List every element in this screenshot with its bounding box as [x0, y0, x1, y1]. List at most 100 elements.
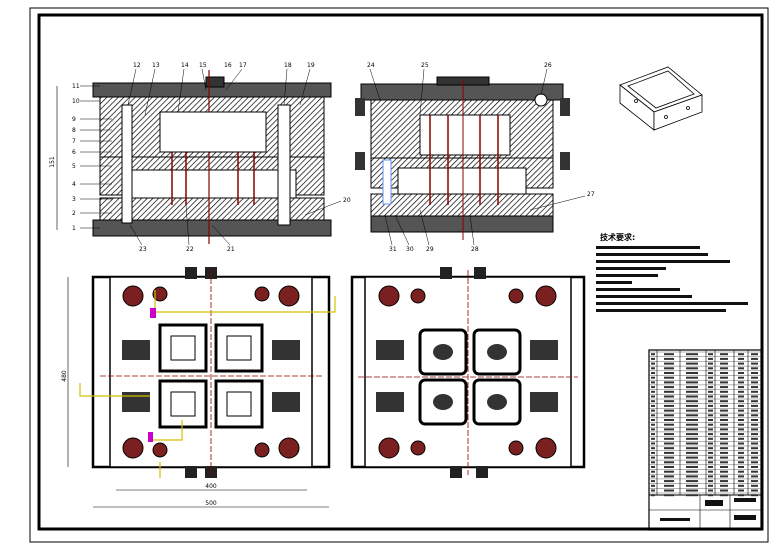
- table-cell-text: [651, 461, 655, 464]
- guide-hole: [378, 285, 400, 307]
- product-hole: [664, 115, 668, 119]
- guide-hole: [122, 437, 144, 459]
- table-cell-text: [738, 404, 744, 407]
- table-cell-text: [708, 376, 713, 379]
- section-labels: 24 25 26 27 31 30 29 28: [367, 62, 595, 253]
- table-cell-text: [686, 376, 698, 379]
- part-label: 9: [72, 116, 76, 123]
- table-cell-text: [664, 470, 674, 473]
- leader-line: [144, 68, 156, 116]
- table-cell-text: [686, 475, 698, 478]
- table-cell-text: [720, 484, 728, 487]
- table-cell-text: [751, 376, 758, 379]
- table-cell-text: [751, 353, 758, 356]
- left-part-labels: 11 10 9 8 7 6 5 4 3 2 1: [72, 83, 112, 232]
- product-hole: [634, 99, 638, 103]
- part-label: 30: [406, 246, 414, 253]
- table-cell-text: [708, 395, 713, 398]
- table-cell-text: [708, 442, 713, 445]
- leader-line: [419, 68, 425, 116]
- table-cell-text: [708, 484, 713, 487]
- table-cell-text: [720, 386, 728, 389]
- table-cell-text: [738, 362, 744, 365]
- table-cell-text: [751, 484, 758, 487]
- table-cell-text: [651, 489, 655, 492]
- table-cell-text: [708, 494, 713, 497]
- table-cell-text: [738, 461, 744, 464]
- product-side-face: [653, 94, 703, 131]
- inner-cavity: [419, 114, 511, 156]
- leader-line: [394, 214, 410, 246]
- part-label: 25: [421, 62, 429, 69]
- table-cell-text: [751, 400, 758, 403]
- leader-line: [201, 68, 207, 91]
- cavity-core: [487, 344, 507, 360]
- table-cell-text: [720, 475, 728, 478]
- cavity-core: [433, 344, 453, 360]
- leader-line: [419, 209, 430, 246]
- table-cell-text: [664, 466, 674, 468]
- table-cell-text: [738, 367, 744, 370]
- table-cell-text: [708, 433, 713, 436]
- table-cell-text: [664, 372, 674, 374]
- table-cell-text: [708, 466, 713, 468]
- leader-line: [304, 200, 342, 216]
- table-cell-text: [720, 376, 728, 379]
- slider-block: [272, 392, 300, 412]
- part-label: 31: [389, 246, 397, 253]
- table-cell-text: [686, 362, 698, 365]
- table-cell-text: [664, 433, 674, 436]
- table-cell-text: [651, 470, 655, 473]
- table-cell-text: [651, 409, 655, 412]
- table-cell-text: [664, 395, 674, 398]
- table-cell-text: [651, 447, 655, 450]
- table-cell-text: [664, 451, 674, 454]
- guide-pillar: [121, 104, 133, 224]
- table-cell-text: [664, 376, 674, 379]
- table-cell-text: [720, 357, 728, 360]
- leader-line: [529, 195, 586, 211]
- ejector-space: [127, 169, 297, 199]
- table-cell-text: [708, 447, 713, 450]
- table-cell-text: [664, 475, 674, 478]
- table-cell-text: [738, 376, 744, 379]
- table-cell-text: [686, 451, 698, 454]
- return-spring: [534, 93, 548, 107]
- table-cell-text: [720, 362, 728, 365]
- parts-list-rows: [649, 351, 761, 497]
- title-mark: [734, 515, 756, 520]
- table-cell-text: [686, 395, 698, 398]
- table-cell-text: [686, 433, 698, 436]
- leader-line: [211, 224, 231, 246]
- bolt-hole: [508, 288, 524, 304]
- table-cell-text: [664, 409, 674, 412]
- table-cell-text: [664, 456, 674, 459]
- table-cell-text: [664, 400, 674, 403]
- part-label: 12: [133, 62, 141, 69]
- plan-view-fixed-half: [350, 267, 586, 478]
- guide-hole: [535, 285, 557, 307]
- table-cell-text: [708, 414, 713, 417]
- table-cell-text: [751, 451, 758, 454]
- top-lug: [185, 267, 197, 279]
- title-mark: [734, 498, 756, 502]
- part-label: 13: [152, 62, 160, 69]
- table-cell-text: [708, 428, 713, 431]
- table-cell-text: [651, 372, 655, 374]
- table-cell-text: [686, 480, 698, 483]
- table-cell-text: [686, 357, 698, 360]
- table-cell-text: [686, 456, 698, 459]
- text-line: [596, 253, 708, 256]
- bottom-clamp-plate: [370, 215, 554, 233]
- bolt-hole: [152, 286, 168, 302]
- bolt-hole: [410, 288, 426, 304]
- table-cell-text: [664, 414, 674, 417]
- table-cell-text: [651, 353, 655, 356]
- table-cell-text: [686, 390, 698, 393]
- plan-outer-width-dimension: 500: [205, 500, 217, 507]
- table-cell-text: [686, 466, 698, 468]
- table-cell-text: [720, 461, 728, 464]
- table-cell-text: [651, 404, 655, 407]
- table-cell-text: [738, 470, 744, 473]
- table-cell-text: [651, 357, 655, 360]
